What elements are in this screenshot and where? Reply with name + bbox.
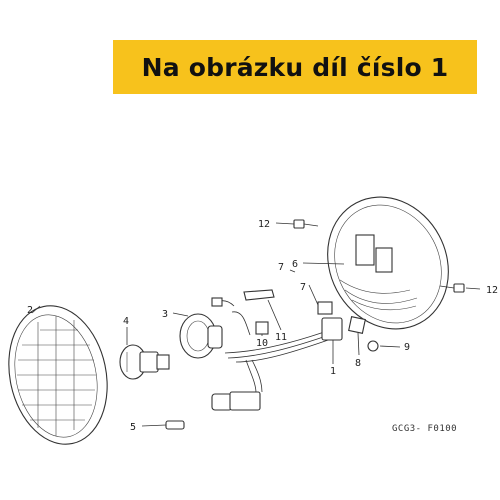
callout-label: 10 — [256, 338, 268, 349]
callout-label: 7 — [300, 282, 306, 293]
callout-label: 2 — [27, 305, 33, 316]
mounting-bracket-part — [243, 289, 275, 301]
callout-label: 12 — [258, 219, 270, 230]
callout-label: 8 — [355, 358, 361, 369]
clip-part — [348, 316, 366, 334]
screw-part — [439, 283, 465, 293]
headlight-bulb-part — [119, 344, 170, 380]
callout-label: 4 — [123, 316, 129, 327]
diagram-code: GCG3- F0100 — [392, 424, 457, 434]
part-number-banner: Na obrázku díl číslo 1 — [113, 40, 477, 94]
callout-label: 9 — [404, 342, 410, 353]
callout-label: 5 — [130, 422, 136, 433]
callout-label: 7 — [278, 262, 284, 273]
screw-part — [293, 219, 319, 229]
small-bulb-part — [165, 420, 185, 430]
callout-label: 6 — [292, 259, 298, 270]
callout-labels: 2 4 3 5 6 12 12 7 7 1 8 9 10 11 — [27, 219, 498, 433]
callout-label: 11 — [275, 332, 287, 343]
leader-lines — [31, 222, 481, 427]
banner-text: Na obrázku díl číslo 1 — [141, 52, 449, 82]
headlight-case-part — [255, 196, 449, 335]
headlight-lens-part — [8, 305, 108, 445]
callout-label: 1 — [330, 366, 336, 377]
wire-harness — [211, 311, 343, 411]
bulb-socket-part — [179, 297, 235, 359]
nut-part — [367, 340, 379, 352]
callout-label: 12 — [486, 285, 498, 296]
callout-label: 3 — [162, 309, 168, 320]
